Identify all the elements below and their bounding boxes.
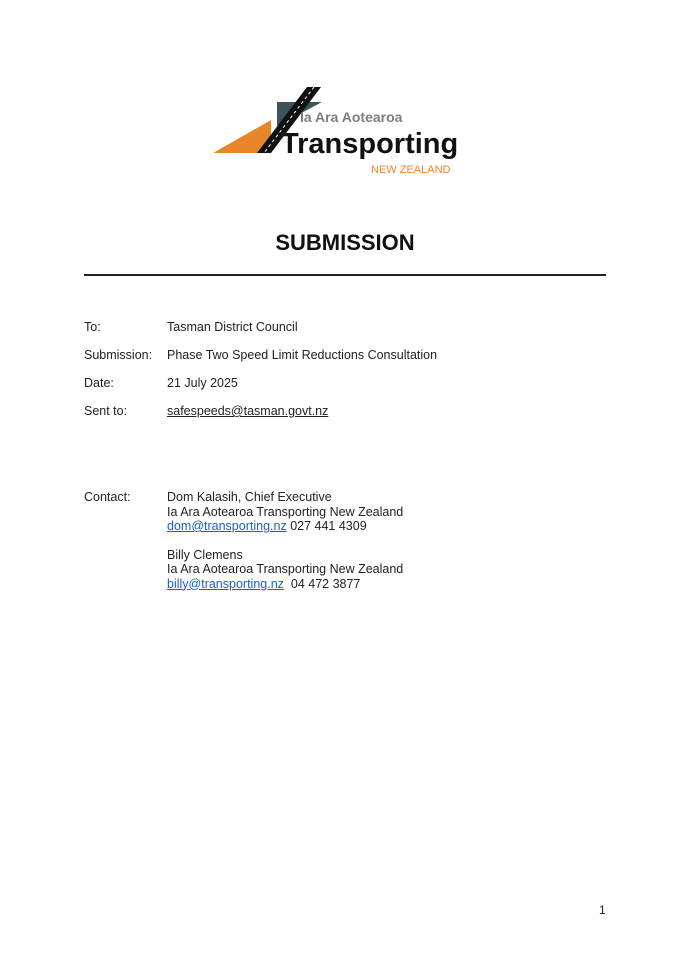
field-label: Sent to: <box>84 404 128 418</box>
field-value: Tasman District Council <box>167 320 298 334</box>
sent-to-email-link[interactable]: safespeeds@tasman.govt.nz <box>167 404 329 418</box>
contact-label: Contact: <box>84 490 131 504</box>
field-submission: Submission: Phase Two Speed Limit Reduct… <box>84 348 437 362</box>
document-title: SUBMISSION <box>275 230 415 255</box>
logo-subtitle: Ia Ara Aotearoa <box>300 109 403 125</box>
field-to: To: Tasman District Council <box>84 320 298 334</box>
field-value: 21 July 2025 <box>167 376 238 390</box>
page-number: 1 <box>599 903 606 917</box>
transporting-nz-logo: Ia Ara Aotearoa Transporting NEW ZEALAND <box>205 80 485 180</box>
contact-name: Dom Kalasih, Chief Executive <box>167 490 332 504</box>
field-sent-to: Sent to: safespeeds@tasman.govt.nz <box>84 404 328 418</box>
field-value: Phase Two Speed Limit Reductions Consult… <box>167 348 438 362</box>
field-label: Submission: <box>84 348 153 362</box>
logo-name: Transporting <box>281 128 459 160</box>
contact-phone: 04 472 3877 <box>290 576 361 591</box>
logo-road-icon <box>213 86 322 154</box>
contact-block: Dom Kalasih, Chief Executive Ia Ara Aote… <box>167 490 403 591</box>
field-label: Date: <box>84 376 114 390</box>
field-date: Date: 21 July 2025 <box>84 376 238 390</box>
contact-email-link[interactable]: dom@transporting.nz <box>167 519 287 533</box>
contact-org: Ia Ara Aotearoa Transporting New Zealand <box>167 504 404 519</box>
contact-org: Ia Ara Aotearoa Transporting New Zealand <box>167 562 404 576</box>
contact-phone: 027 441 4309 <box>290 519 367 533</box>
contact-email-link[interactable]: billy@transporting.nz <box>167 576 284 591</box>
field-label: To: <box>84 320 101 334</box>
logo-region: NEW ZEALAND <box>371 164 451 176</box>
contact-name: Billy Clemens <box>167 547 243 562</box>
title-divider <box>84 274 606 276</box>
